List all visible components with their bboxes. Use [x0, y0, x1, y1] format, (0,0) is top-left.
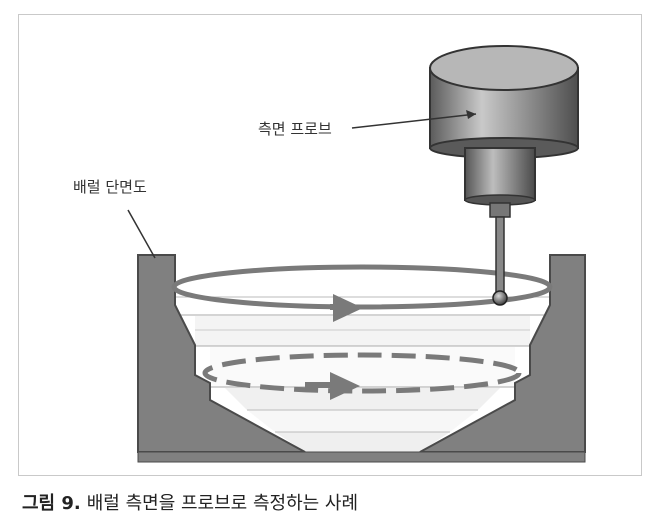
figure-caption: 그림 9.배럴 측면을 프로브로 측정하는 사례 — [22, 489, 358, 515]
upper-rotation-arrow — [171, 264, 553, 322]
barrel-base — [137, 451, 586, 463]
lower-rotation-arrow — [202, 352, 522, 400]
caption-text: 배럴 측면을 프로브로 측정하는 사례 — [86, 493, 359, 514]
barrel-label: 배럴 단면도 — [73, 178, 147, 196]
side-probe — [429, 45, 579, 306]
barrel-leader — [127, 209, 156, 259]
probe-label: 측면 프로브 — [258, 120, 332, 138]
probe-leader — [351, 110, 477, 129]
barrel-probe-diagram: 측면 프로브 배럴 단면도 — [73, 45, 586, 463]
caption-number: 그림 9. — [22, 493, 81, 514]
